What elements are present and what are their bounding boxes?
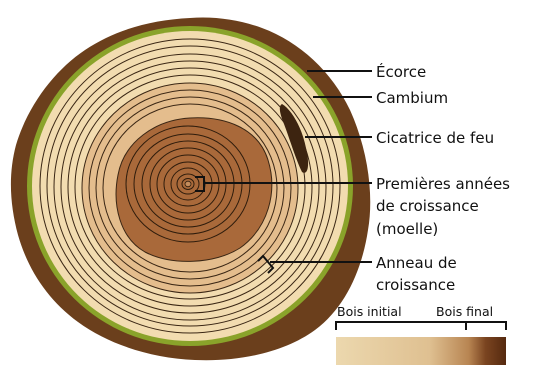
label-cambium: Cambium <box>376 89 448 107</box>
pith <box>185 181 191 187</box>
label-premieres-1: Premières années <box>376 175 510 193</box>
label-ecorce: Écorce <box>376 62 426 81</box>
label-bois-final: Bois final <box>436 304 493 319</box>
label-anneau-2: croissance <box>376 276 455 294</box>
label-anneau-1: Anneau de <box>376 254 457 272</box>
wood-gradient-bar <box>336 337 506 365</box>
label-cicatrice: Cicatrice de feu <box>376 129 494 147</box>
label-bois-initial: Bois initial <box>337 304 402 319</box>
label-premieres-3: (moelle) <box>376 220 438 238</box>
label-premieres-2: de croissance <box>376 197 479 215</box>
heartwood-dark <box>116 118 272 262</box>
